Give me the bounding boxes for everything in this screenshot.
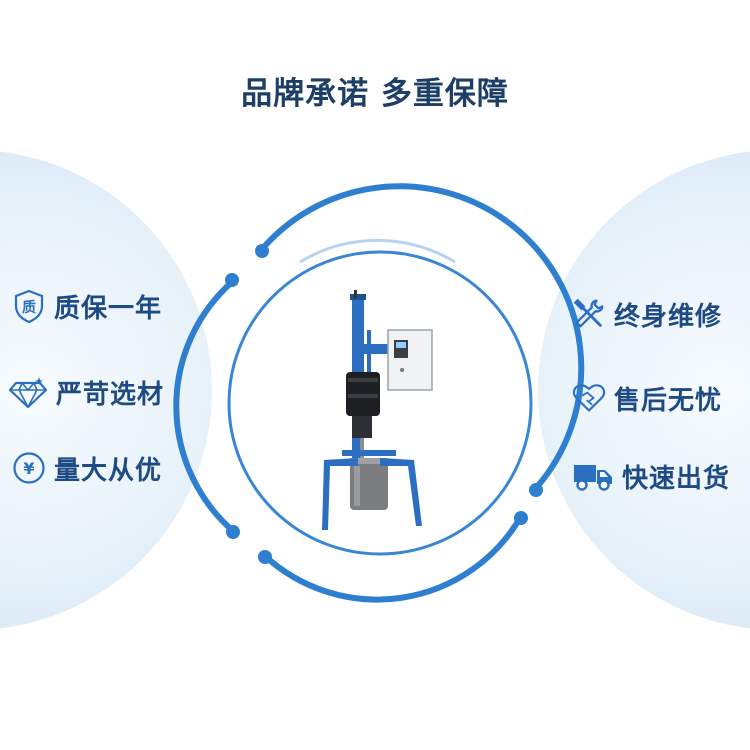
feature-bulk-discount: ¥ 量大从优 [12, 448, 162, 488]
yen-coin-icon: ¥ [12, 451, 46, 485]
inner-ring [227, 250, 533, 556]
wrench-screwdriver-icon [572, 297, 606, 331]
ring-dot [226, 525, 240, 539]
delivery-truck-icon [572, 459, 614, 493]
ring-dot [225, 273, 239, 287]
feature-label: 量大从优 [54, 455, 163, 486]
feature-label: 严苛选材 [56, 379, 165, 410]
quality-badge-icon: 质 [12, 289, 46, 323]
page-title: 品牌承诺 多重保障 [241, 76, 509, 112]
outer-ring-top [260, 183, 585, 491]
heart-handshake-icon [572, 381, 606, 415]
inner-arc-top [299, 238, 456, 264]
feature-fast-shipping: 快速出货 [572, 456, 730, 496]
mixer-machine-image [322, 290, 433, 530]
feature-warranty: 质 质保一年 [12, 286, 162, 326]
feature-materials: 严苛选材 [8, 372, 164, 412]
feature-label: 终身维修 [614, 301, 723, 332]
feature-label: 售后无忧 [614, 385, 723, 416]
ring-dot [514, 511, 528, 525]
ring-dot [258, 550, 272, 564]
svg-text:质: 质 [22, 299, 36, 316]
svg-text:¥: ¥ [23, 459, 34, 478]
outer-ring-bottom [262, 515, 523, 603]
feature-label: 快速出货 [622, 463, 731, 494]
feature-after-sales: 售后无忧 [572, 378, 722, 418]
ring-dot [255, 244, 269, 258]
outer-ring-left [173, 279, 236, 534]
diamond-icon [8, 375, 48, 409]
ring-dot [529, 483, 543, 497]
feature-lifetime-repair: 终身维修 [572, 294, 722, 334]
feature-label: 质保一年 [54, 293, 163, 324]
